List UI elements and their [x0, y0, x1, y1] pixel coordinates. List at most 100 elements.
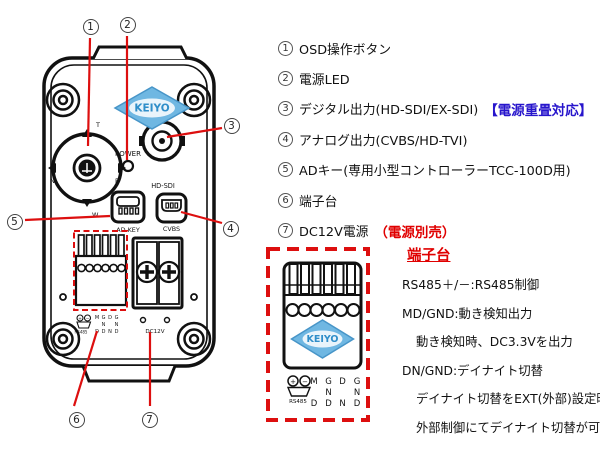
- hdsdi-label: HD-SDI: [151, 182, 175, 190]
- legend-item-3: 3 デジタル出力(HD-SDI/EX-SDI) 【電源重畳対応】: [278, 94, 592, 124]
- inset-pin-letter: N: [325, 388, 331, 398]
- inset-pin-letter: D: [354, 399, 361, 409]
- legend-num-2: 2: [278, 71, 293, 87]
- legend-highlight-3: 【電源重畳対応】: [484, 102, 593, 119]
- terminal-info-section: 端子台 RS485＋/－:RS485制御 MD/GND:動き検知出力 動き検知時…: [402, 244, 600, 443]
- legend-list: 1 OSD操作ボタン 2 電源LED 3 デジタル出力(HD-SDI/EX-SD…: [278, 33, 592, 246]
- legend-text-7: DC12V電源: [299, 225, 369, 241]
- legend-num-3: 3: [278, 101, 293, 117]
- keiyo-logo-text: KEIYO: [134, 103, 169, 115]
- legend-num-1: 1: [278, 40, 293, 56]
- arrow-left-icon: [48, 163, 56, 173]
- legend-highlight-7: （電源別売）: [374, 224, 456, 241]
- legend-item-1: 1 OSD操作ボタン: [278, 33, 592, 63]
- legend-num-4: 4: [278, 131, 293, 147]
- inset-keiyo-logo: KEIYO: [290, 319, 355, 359]
- inset-pin-letter: M: [310, 377, 317, 387]
- legend-item-4: 4 アナログ出力(CVBS/HD-TVI): [278, 124, 592, 154]
- rs485-label: RS485: [75, 330, 88, 335]
- legend-num-5: 5: [278, 162, 293, 178]
- terminal-info-line: DN/GND:デイナイト切替: [402, 363, 543, 378]
- legend-text-6: 端子台: [299, 194, 338, 210]
- top-tab: [91, 45, 189, 60]
- dc12v-terminal: DC12V: [131, 236, 184, 335]
- legend-text-1: OSD操作ボタン: [299, 42, 392, 58]
- hdsdi-bnc-connector: HD-SDI: [139, 120, 185, 190]
- inset-pin-letter: N: [339, 399, 345, 409]
- joystick-label-n: N: [50, 177, 55, 185]
- dc12v-label: DC12V: [145, 329, 164, 335]
- inset-rs485-label: RS485: [289, 399, 307, 405]
- pin-letter: D: [108, 315, 112, 321]
- inset-minus-mark: −: [302, 378, 308, 386]
- joystick-label-w: W: [92, 211, 99, 219]
- terminal-info-line: 外部制御にてデイナイト切替が可能: [416, 420, 600, 435]
- minus-mark: −: [86, 317, 90, 322]
- legend-text-5: ADキー(専用小型コントローラーTCC-100D用): [299, 164, 571, 180]
- legend-num-6: 6: [278, 192, 293, 208]
- pin-letter: N: [108, 329, 112, 335]
- inset-pin-letter: G: [325, 377, 332, 387]
- terminal-info-line: 動き検知時、DC3.3Vを出力: [416, 335, 573, 350]
- pin-letter: D: [102, 329, 106, 335]
- joystick-label-f: F: [115, 177, 119, 185]
- legend-text-3: デジタル出力(HD-SDI/EX-SDI): [299, 103, 479, 119]
- legend-num-7: 7: [278, 223, 293, 239]
- arrow-up-icon: [82, 129, 92, 137]
- pin-letter: G: [102, 315, 106, 321]
- inset-pin-letter: D: [325, 399, 332, 409]
- inset-terminal-block: [282, 261, 363, 370]
- cvbs-label: CVBS: [163, 225, 180, 233]
- arrow-right-icon: [118, 163, 126, 173]
- pin-letter: G: [115, 315, 119, 321]
- callout-lines: [24, 36, 223, 407]
- inset-pin-letter: G: [354, 377, 361, 387]
- terminal-highlight-dashed-box: [73, 230, 128, 311]
- callout-7: 7: [141, 411, 158, 428]
- terminal-block: [74, 234, 128, 307]
- callout-2: 2: [119, 16, 136, 33]
- inset-plus-mark: +: [290, 378, 296, 386]
- inset-keiyo-logo-text: KEIYO: [306, 334, 338, 345]
- camera-body: [42, 45, 216, 383]
- terminal-info-line: デイナイト切替をEXT(外部)設定時、: [416, 392, 600, 407]
- arrow-down-icon: [82, 199, 92, 207]
- pin-letter: N: [102, 322, 106, 328]
- adkey-connector: AD KEY: [110, 190, 146, 234]
- pin-letter: M: [95, 315, 99, 321]
- inset-pin-labels: + − RS485 M G D G N N D D N D: [286, 375, 361, 409]
- inset-pin-letter: D: [339, 377, 346, 387]
- bottom-tab: [81, 365, 177, 383]
- callout-4: 4: [222, 220, 239, 237]
- callout-5: 5: [6, 213, 23, 230]
- legend-item-5: 5 ADキー(専用小型コントローラーTCC-100D用): [278, 155, 592, 185]
- legend-text-2: 電源LED: [299, 73, 350, 89]
- legend-item-7: 7 DC12V電源 （電源別売）: [278, 215, 592, 245]
- inset-pin-letter: N: [354, 388, 360, 398]
- legend-item-6: 6 端子台: [278, 185, 592, 215]
- legend-text-4: アナログ出力(CVBS/HD-TVI): [299, 133, 468, 149]
- plus-mark: +: [78, 316, 82, 322]
- keiyo-logo: KEIYO: [113, 86, 191, 130]
- inset-dashed-box: [266, 247, 370, 422]
- corner-screws: [45, 82, 212, 357]
- pin-letter: D: [115, 329, 119, 335]
- mount-hole-right: [190, 293, 198, 301]
- led-circle: [121, 159, 135, 173]
- adkey-label: AD KEY: [116, 226, 140, 234]
- mount-hole-left: [59, 293, 67, 301]
- terminal-pin-labels: + − RS485 M G D G N N D D N D: [75, 314, 119, 335]
- legend-item-2: 2 電源LED: [278, 63, 592, 93]
- terminal-info-line: MD/GND:動き検知出力: [402, 306, 533, 321]
- callout-3: 3: [223, 117, 240, 134]
- osd-joystick: T W N F: [48, 121, 126, 219]
- cvbs-connector: CVBS: [155, 192, 188, 233]
- terminal-info-title: 端子台: [407, 248, 451, 264]
- inset-pin-letter: D: [311, 399, 318, 409]
- pin-letter: N: [115, 322, 119, 328]
- callout-6: 6: [68, 411, 85, 428]
- terminal-info-line: RS485＋/－:RS485制御: [402, 278, 540, 292]
- joystick-label-t: T: [95, 121, 100, 129]
